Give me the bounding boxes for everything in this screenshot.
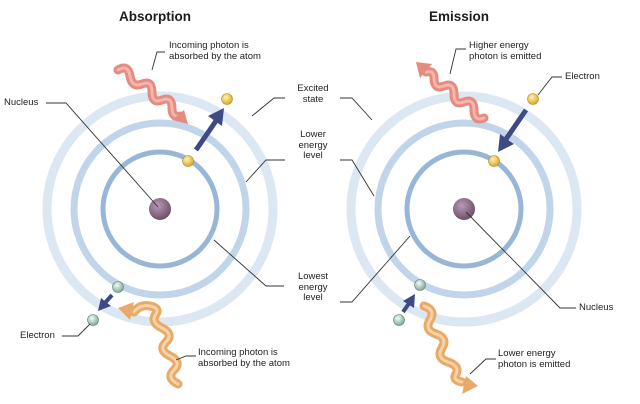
electron-outer-green [414, 279, 426, 291]
electron-excited [527, 93, 539, 105]
emission-low-jump-arrow [401, 294, 415, 314]
electron-lower [488, 155, 500, 167]
absorption-low-jump-arrow [98, 293, 114, 311]
nucleus [453, 198, 475, 220]
lower-energy-photon-label: Lower energy photon is emitted [498, 348, 571, 370]
incoming-high-photon [113, 63, 188, 124]
incoming-photon-high-label: Incoming photon is absorbed by the atom [169, 40, 261, 62]
electron-excited [221, 93, 233, 105]
absorption-jump-arrow [193, 108, 224, 152]
electron-label-right: Electron [565, 71, 600, 82]
nucleus-label-left: Nucleus [4, 97, 39, 108]
orbit-lower-energy-level [374, 119, 554, 299]
nucleus [149, 198, 171, 220]
leader-lines [46, 48, 576, 375]
electron-lowest-green [87, 314, 99, 326]
emission-title: Emission [429, 9, 490, 24]
emission-jump-arrow [498, 108, 529, 152]
electron-outer-green [112, 281, 124, 293]
absorption-title: Absorption [119, 9, 191, 24]
excited-state-label: Excited state [297, 83, 329, 105]
electron-lower [182, 155, 194, 167]
emission-atom [346, 91, 582, 327]
nucleus-label-right: Nucleus [579, 302, 614, 313]
orbit-excited-state [346, 91, 582, 327]
electron-lowest-green [393, 314, 405, 326]
lowest-energy-level-label: Lowest energy level [297, 271, 329, 303]
incoming-low-photon [118, 301, 183, 389]
incoming-photon-low-label: Incoming photon is absorbed by the atom [198, 347, 290, 369]
orbit-lowest-energy-level [100, 149, 220, 269]
higher-energy-photon-label: Higher energy photon is emitted [469, 40, 542, 62]
absorption-atom [42, 91, 278, 327]
lower-energy-level-label: Lower energy level [298, 129, 328, 161]
electron-label-left: Electron [20, 330, 55, 341]
orbit-lowest-energy-level [404, 149, 524, 269]
orbit-lower-energy-level [70, 119, 250, 299]
emitted-high-photon [416, 62, 489, 124]
emitted-low-photon [419, 301, 478, 394]
